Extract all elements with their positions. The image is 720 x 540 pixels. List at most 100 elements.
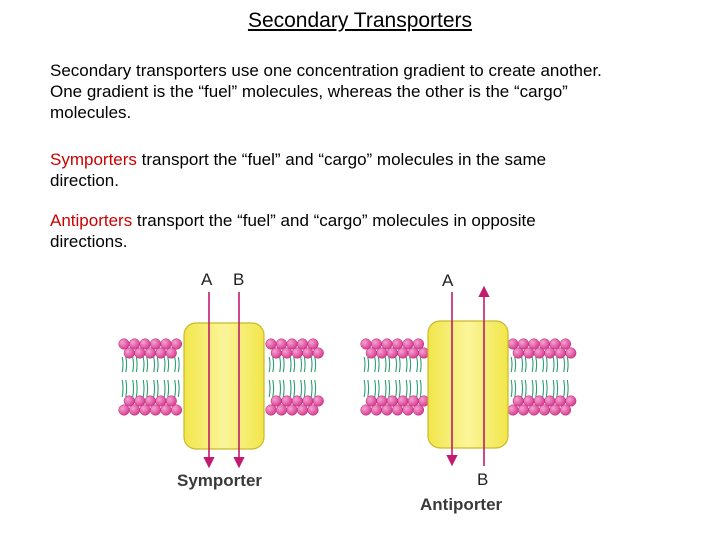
lipid-tail xyxy=(132,356,135,373)
lipid-tail xyxy=(174,356,177,373)
lipid-tail xyxy=(563,379,566,398)
lipid-tail xyxy=(314,379,317,398)
lipid-tail xyxy=(374,379,377,398)
lipid-head xyxy=(533,347,545,359)
page-title: Secondary Transporters xyxy=(247,9,473,32)
lipid-head xyxy=(118,404,130,416)
lipid-tail xyxy=(363,356,366,373)
lipid-tail xyxy=(121,356,124,373)
lipid-tail xyxy=(310,379,313,398)
symporter-label-b: B xyxy=(233,270,244,289)
symporters-line: Symporters transport the “fuel” and “car… xyxy=(50,149,700,170)
lipid-head xyxy=(559,338,572,350)
lipid-head xyxy=(507,404,519,416)
lipid-tail xyxy=(156,379,159,398)
lipid-head xyxy=(155,347,167,359)
symporters-line: direction. xyxy=(50,171,119,190)
lipid-tail xyxy=(409,356,412,373)
lipid-tail xyxy=(289,356,292,373)
lipid-tail xyxy=(163,356,166,373)
symporter-diagram: A B Symporter xyxy=(118,270,324,490)
lipid-tail xyxy=(132,379,135,398)
membrane-bilayer xyxy=(360,338,577,416)
lipid-head xyxy=(517,404,530,416)
lipid-head xyxy=(554,347,566,359)
lipid-tail xyxy=(177,356,180,373)
antiporter-protein xyxy=(427,320,509,449)
lipid-head xyxy=(565,347,577,359)
lipid-tail xyxy=(377,356,380,373)
lipid-tail xyxy=(279,379,282,398)
lipid-tail xyxy=(289,379,292,398)
lipid-tail xyxy=(384,356,387,373)
lipid-head xyxy=(407,347,419,359)
lipid-tail xyxy=(524,356,527,373)
lipid-head xyxy=(544,347,556,359)
lipid-tail xyxy=(363,379,366,398)
lipid-tail xyxy=(419,356,422,373)
intro-line: molecules. xyxy=(50,103,132,122)
lipid-head xyxy=(538,404,551,416)
lipid-tail xyxy=(405,379,408,398)
lipid-head xyxy=(160,404,172,416)
symporter-label-a: A xyxy=(201,270,213,289)
lipid-head xyxy=(360,404,372,416)
lipid-tail xyxy=(409,379,412,398)
antiporter-caption: Antiporter xyxy=(420,495,503,514)
lipid-head xyxy=(397,347,409,359)
lipid-tail xyxy=(510,356,513,373)
antiporters-paragraph: Antiporters transport the “fuel” and “ca… xyxy=(50,210,700,252)
lipid-tail xyxy=(135,356,138,373)
lipid-tail xyxy=(388,379,391,398)
intro-line: Secondary transporters use one concentra… xyxy=(50,61,602,80)
antiporter-label-b: B xyxy=(477,470,488,489)
lipid-tail xyxy=(142,356,145,373)
lipid-head xyxy=(412,338,425,350)
lipid-head xyxy=(528,404,540,416)
symporter-caption: Symporter xyxy=(177,471,262,490)
membrane-bilayer xyxy=(118,338,324,416)
lipid-tail xyxy=(521,356,524,373)
lipid-tail xyxy=(300,356,303,373)
lipid-tail xyxy=(566,356,569,373)
lipid-head xyxy=(391,404,404,416)
lipid-tail xyxy=(552,379,555,398)
lipid-head xyxy=(559,404,572,416)
lipid-tail xyxy=(314,356,317,373)
lipid-head xyxy=(376,347,388,359)
lipid-head xyxy=(302,347,314,359)
lipid-tail xyxy=(535,356,538,373)
lipid-head xyxy=(286,404,298,416)
antiporters-line: directions. xyxy=(50,232,128,251)
antiporter-diagram: A B Antiporter xyxy=(360,271,577,514)
lipid-head xyxy=(144,347,156,359)
lipid-tail xyxy=(514,379,517,398)
lipid-head xyxy=(128,404,141,416)
lipid-head xyxy=(149,404,162,416)
lipid-tail xyxy=(545,356,548,373)
lipid-head xyxy=(523,347,535,359)
lipid-tail xyxy=(125,356,128,373)
lipid-tail xyxy=(310,356,313,373)
lipid-tail xyxy=(374,356,377,373)
lipid-head xyxy=(312,395,324,407)
lipid-head xyxy=(265,404,277,416)
lipid-head xyxy=(307,404,319,416)
lipid-tail xyxy=(556,379,559,398)
lipid-tail xyxy=(566,379,569,398)
lipid-tail xyxy=(531,356,534,373)
lipid-tail xyxy=(514,356,517,373)
lipid-head xyxy=(123,347,135,359)
intro-paragraph: Secondary transporters use one concentra… xyxy=(50,60,700,123)
lipid-tail xyxy=(146,356,149,373)
lipid-head xyxy=(170,404,183,416)
lipid-head xyxy=(386,347,398,359)
lipid-tail xyxy=(167,379,170,398)
lipid-tail xyxy=(521,379,524,398)
lipid-tail xyxy=(542,356,545,373)
symporters-text: transport the “fuel” and “cargo” molecul… xyxy=(136,150,547,169)
lipid-tail xyxy=(156,356,159,373)
lipid-tail xyxy=(416,379,419,398)
lipid-tail xyxy=(142,379,145,398)
